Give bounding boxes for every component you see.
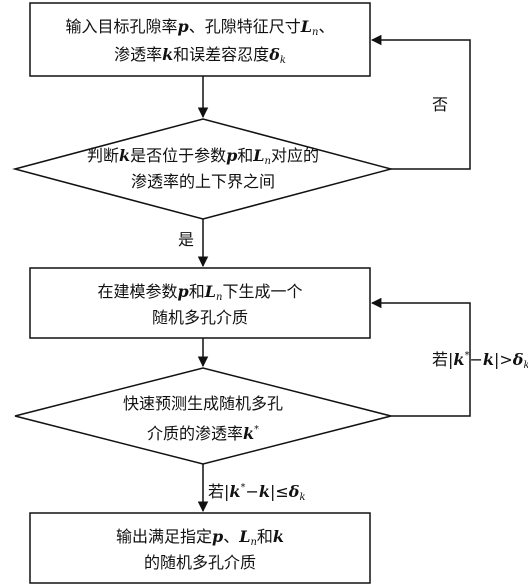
edge-label-accept: 若|k*−k|≤δk — [208, 482, 306, 503]
arrow-retry-feedback — [370, 297, 471, 417]
edge-label-yes: 是 — [178, 230, 195, 249]
generate-line-1: 在建模参数p和Ln下生成一个 — [97, 282, 303, 303]
input-line-1: 输入目标孔隙率p、孔隙特征尺寸Ln、 — [65, 17, 335, 38]
output-line-2: 的随机多孔介质 — [143, 553, 257, 572]
predict-line-1: 快速预测生成随机多孔 — [122, 394, 284, 413]
output-line-1: 输出满足指定p、Ln和k — [115, 527, 285, 548]
edge-label-retry: 若|k*−k|>δk — [432, 350, 528, 371]
predict-diamond — [14, 367, 392, 465]
predict-line-2: 介质的渗透率k* — [146, 424, 260, 443]
input-line-2: 渗透率k和误差容忍度δk — [114, 45, 286, 66]
edge-label-no: 否 — [432, 95, 449, 114]
input-box — [29, 2, 371, 77]
arrow-no-feedback — [370, 34, 471, 170]
judge-line-2: 渗透率的上下界之间 — [130, 172, 276, 191]
output-box — [29, 512, 371, 584]
generate-box — [29, 267, 371, 339]
judge-line-1: 判断k是否位于参数p和Ln对应的 — [86, 146, 320, 167]
generate-line-2: 随机多孔介质 — [151, 308, 249, 327]
